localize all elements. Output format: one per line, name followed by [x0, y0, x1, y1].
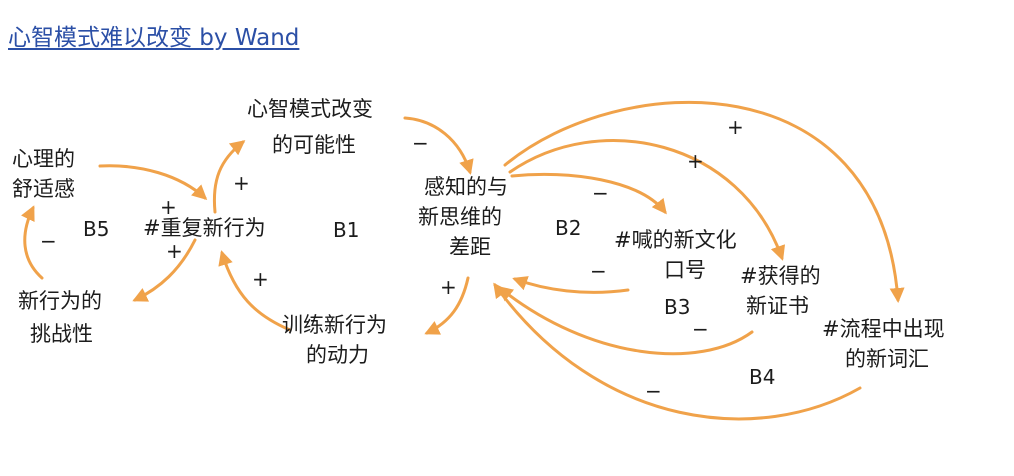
arrow-gap-to-jargon [503, 100, 905, 303]
sign-jargon-to-gap: − [645, 379, 662, 403]
arrow-possibility-to-gap [403, 116, 474, 175]
sign-gap-to-slogan: − [592, 181, 609, 205]
arrow-repeat-to-challenge [132, 238, 197, 302]
arrow-motivation-to-repeat [218, 250, 292, 332]
loop-label-b2: B2 [555, 216, 581, 240]
node-training-motivation: 训练新行为 的动力 [282, 313, 394, 367]
node-shout-slogan: #喊的新文化 口号 [614, 228, 743, 282]
loop-label-b1: B1 [333, 218, 359, 242]
sign-gap-to-motivation: + [440, 275, 457, 299]
arrow-gap-to-motivation [424, 276, 470, 335]
page-title[interactable]: 心智模式难以改变 by Wand [8, 25, 300, 51]
sign-motivation-to-repeat: + [252, 267, 269, 291]
node-new-behavior-challenge: 新行为的 挑战性 [18, 289, 109, 346]
loop-label-b5: B5 [83, 217, 109, 241]
sign-gap-to-jargon: + [727, 115, 744, 139]
arrow-certificate-to-gap [497, 286, 754, 356]
node-perception-gap: 感知的与 新思维的 差距 [418, 175, 515, 259]
sign-certificate-to-gap: − [692, 317, 709, 341]
node-comfort: 心理的 舒适感 [12, 147, 82, 201]
sign-gap-to-certificate: + [687, 149, 704, 173]
node-get-certificate: #获得的 新证书 [740, 264, 827, 318]
node-mental-model-change: 心智模式改变 的可能性 [247, 97, 380, 157]
arrow-slogan-to-gap [512, 276, 630, 294]
loop-label-b4: B4 [749, 365, 775, 389]
arrow-jargon-to-gap [493, 282, 862, 421]
arrow-comfort-to-repeat [98, 164, 208, 201]
sign-comfort-to-repeat: + [160, 195, 177, 219]
arrow-repeat-to-possibility [212, 140, 246, 214]
arrow-gap-to-certificate [508, 139, 786, 261]
arrow-gap-to-slogan [510, 172, 667, 215]
node-new-jargon: #流程中出现 的新词汇 [822, 317, 951, 371]
sign-slogan-to-gap: − [590, 259, 607, 283]
node-repeat-new-behavior: #重复新行为 [143, 216, 266, 240]
sign-possibility-to-gap: − [412, 131, 429, 155]
sign-challenge-to-comfort: − [40, 229, 57, 253]
sign-repeat-to-possibility: + [233, 171, 250, 195]
loop-label-b3: B3 [664, 295, 690, 319]
arrow-challenge-to-comfort [21, 205, 44, 280]
sign-challenge-to-repeat: + [166, 239, 183, 263]
